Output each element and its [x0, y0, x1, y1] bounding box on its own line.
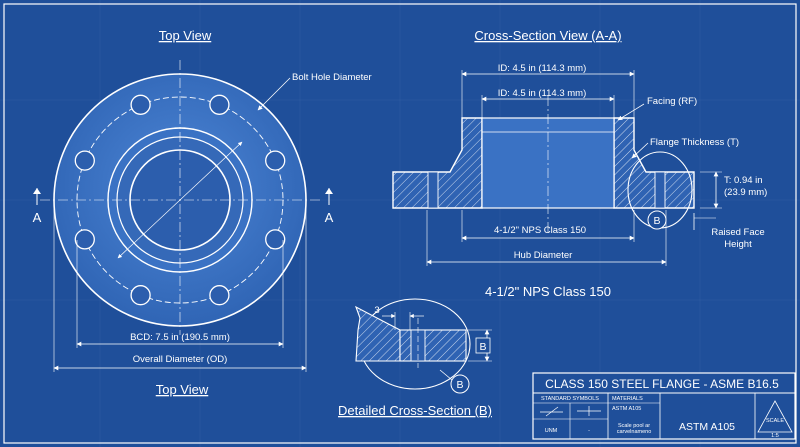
- cross-section-view: Cross-Section View (A-A) ID: 4.5 in (114…: [392, 28, 767, 299]
- od-label: Overall Diameter (OD): [133, 354, 228, 365]
- t-value-line-2: (23.9 mm): [724, 187, 767, 198]
- id-label-inner: ID: 4.5 in (114.3 mm): [498, 88, 587, 99]
- detail-view-b: 3 B B Detailed Cross-Section (B): [338, 298, 492, 418]
- section-bolt-slot-left: [427, 171, 439, 209]
- section-right-half: [613, 117, 695, 209]
- note-line-2: carvelnameno: [617, 429, 652, 435]
- dash-cell: -: [588, 428, 590, 434]
- detail-title: Detailed Cross-Section (B): [338, 403, 492, 418]
- detail-marker: [450, 374, 470, 394]
- bolt-hole-leader: [257, 77, 291, 111]
- svg-text:A: A: [33, 210, 42, 225]
- top-view: Top View Bolt Hole Diameter A A: [33, 28, 372, 397]
- materials-header: MATERIALS: [612, 396, 643, 402]
- bcd-label: BCD: 7.5 in (190.5 mm): [130, 332, 230, 343]
- bolt-hole: [209, 285, 230, 306]
- svg-text:A: A: [325, 210, 334, 225]
- units-cell: UNM: [545, 428, 558, 434]
- bolt-hole-label: Bolt Hole Diameter: [292, 72, 372, 83]
- section-marker-right: A: [325, 188, 334, 225]
- title-block-title: CLASS 150 STEEL FLANGE - ASME B16.5: [545, 377, 779, 391]
- top-view-subtitle: Top View: [156, 382, 209, 397]
- bore-diagonal-dimension: [117, 141, 243, 259]
- note-line-1: Scale pool ar: [618, 423, 650, 429]
- svg-text:B: B: [653, 215, 660, 227]
- top-view-title: Top View: [159, 28, 212, 43]
- id-label-outer: ID: 4.5 in (114.3 mm): [498, 63, 587, 74]
- sheet-border: [3, 3, 797, 444]
- hub-label: Hub Diameter: [514, 250, 573, 261]
- raised-face-label-2: Height: [724, 239, 752, 250]
- title-block: CLASS 150 STEEL FLANGE - ASME B16.5 STAN…: [532, 372, 796, 440]
- bolt-hole: [209, 94, 230, 115]
- scale-value: 1:5: [771, 433, 779, 439]
- scale-label: SCALE: [766, 418, 784, 424]
- raised-face-label-1: Raised Face: [711, 227, 764, 238]
- bolt-hole: [130, 94, 151, 115]
- bolt-hole: [130, 285, 151, 306]
- bolt-hole: [74, 229, 95, 250]
- material-main: ASTM A105: [679, 421, 735, 433]
- bolt-hole: [265, 229, 286, 250]
- scale-triangle-icon: [757, 400, 793, 433]
- section-left-half: [392, 117, 483, 209]
- bolt-hole: [74, 150, 95, 171]
- cross-section-subtitle: 4-1/2" NPS Class 150: [485, 284, 611, 299]
- facing-label: Facing (RF): [647, 96, 697, 107]
- materials-value: ASTM A105: [612, 406, 641, 412]
- bolt-hole: [265, 150, 286, 171]
- cross-section-title: Cross-Section View (A-A): [474, 28, 621, 43]
- datum-symbol-icon: [577, 406, 601, 416]
- weld-symbol-icon: [540, 406, 563, 417]
- flange-thickness-label: Flange Thickness (T): [650, 137, 739, 148]
- detail-hatch-body: [399, 329, 467, 362]
- nps-label: 4-1/2" NPS Class 150: [494, 225, 586, 236]
- detail-dim-3: 3: [374, 305, 379, 316]
- section-marker-left: A: [33, 188, 42, 225]
- section-bolt-slot-right: [654, 171, 666, 209]
- t-value-line-1: T: 0.94 in: [724, 175, 763, 186]
- symbols-header: STANDARD SYMBOLS: [541, 396, 599, 402]
- svg-text:B: B: [456, 379, 463, 391]
- detail-dim-b: B: [479, 341, 486, 353]
- bolt-holes: [74, 94, 286, 306]
